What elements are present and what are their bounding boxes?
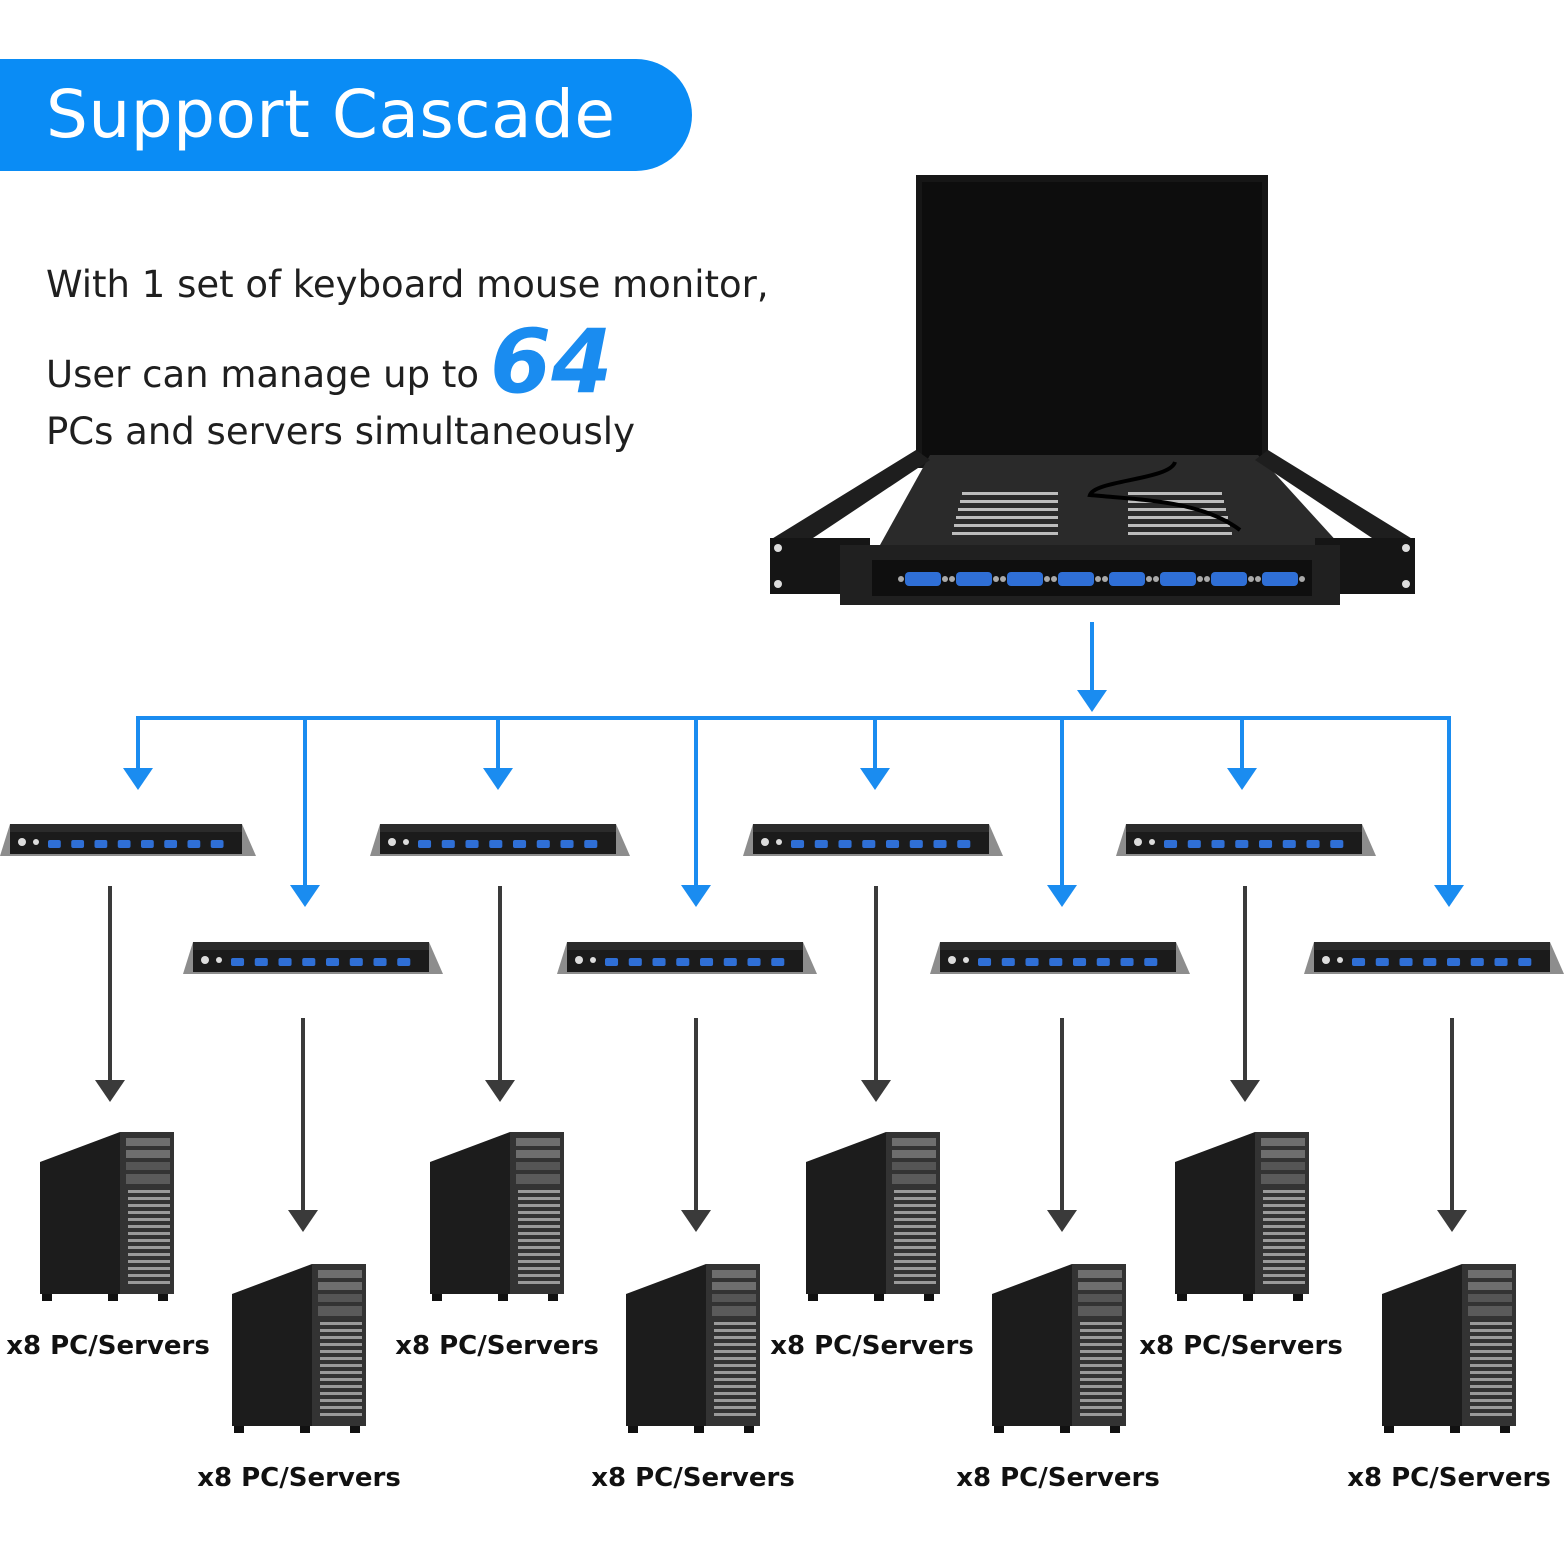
device-arrow xyxy=(485,886,515,1102)
branch-arrow xyxy=(860,718,890,790)
server-count-label: x8 PC/Servers xyxy=(1139,1331,1343,1361)
branch-arrow xyxy=(483,718,513,790)
kvm-switch-icon xyxy=(0,824,256,856)
intro-line-2: User can manage up to xyxy=(46,353,480,396)
kvm-switch-icon xyxy=(557,942,817,974)
server-count-label: x8 PC/Servers xyxy=(770,1331,974,1361)
main-arrow xyxy=(1077,622,1107,712)
device-arrow xyxy=(1230,886,1260,1102)
intro-line-1: With 1 set of keyboard mouse monitor, xyxy=(46,263,769,306)
server-count-label: x8 PC/Servers xyxy=(197,1463,401,1493)
branch-arrow xyxy=(1227,718,1257,790)
server-count-label: x8 PC/Servers xyxy=(395,1331,599,1361)
branch-arrow xyxy=(123,718,153,790)
server-icon xyxy=(806,1132,940,1301)
branch-arrow xyxy=(681,718,711,907)
device-arrow xyxy=(288,1018,318,1232)
console-port-icon xyxy=(1109,572,1145,586)
server-icon xyxy=(992,1264,1126,1433)
kvm-switch-icon xyxy=(930,942,1190,974)
console-port-icon xyxy=(1007,572,1043,586)
page-title: Support Cascade xyxy=(46,76,616,153)
branch-arrow xyxy=(290,718,320,907)
kvm-console-icon xyxy=(770,175,1415,605)
kvm-switch-icon xyxy=(1304,942,1564,974)
kvm-switch-icon xyxy=(370,824,630,856)
kvm-switch-icon xyxy=(183,942,443,974)
kvm-switch-icon xyxy=(1116,824,1376,856)
server-icon xyxy=(626,1264,760,1433)
device-arrow xyxy=(861,886,891,1102)
server-icon xyxy=(1175,1132,1309,1301)
console-port-icon xyxy=(956,572,992,586)
server-count-label: x8 PC/Servers xyxy=(956,1463,1160,1493)
server-count-label: x8 PC/Servers xyxy=(6,1331,210,1361)
branch-arrow xyxy=(1434,718,1464,907)
intro-line-3: PCs and servers simultaneously xyxy=(46,410,635,453)
server-count-label: x8 PC/Servers xyxy=(591,1463,795,1493)
server-icon xyxy=(40,1132,174,1301)
console-port-icon xyxy=(1058,572,1094,586)
device-arrow xyxy=(1437,1018,1467,1232)
server-count-label: x8 PC/Servers xyxy=(1347,1463,1551,1493)
title-banner: Support Cascade xyxy=(0,59,692,171)
kvm-switch-icon xyxy=(743,824,1003,856)
console-port-icon xyxy=(1211,572,1247,586)
device-arrow xyxy=(1047,1018,1077,1232)
console-port-icon xyxy=(1262,572,1298,586)
server-icon xyxy=(232,1264,366,1433)
device-arrow xyxy=(95,886,125,1102)
server-icon xyxy=(1382,1264,1516,1433)
device-arrow xyxy=(681,1018,711,1232)
server-icon xyxy=(430,1132,564,1301)
branch-arrow xyxy=(1047,718,1077,907)
capacity-highlight: 64 xyxy=(490,310,613,413)
console-port-icon xyxy=(1160,572,1196,586)
console-port-icon xyxy=(905,572,941,586)
